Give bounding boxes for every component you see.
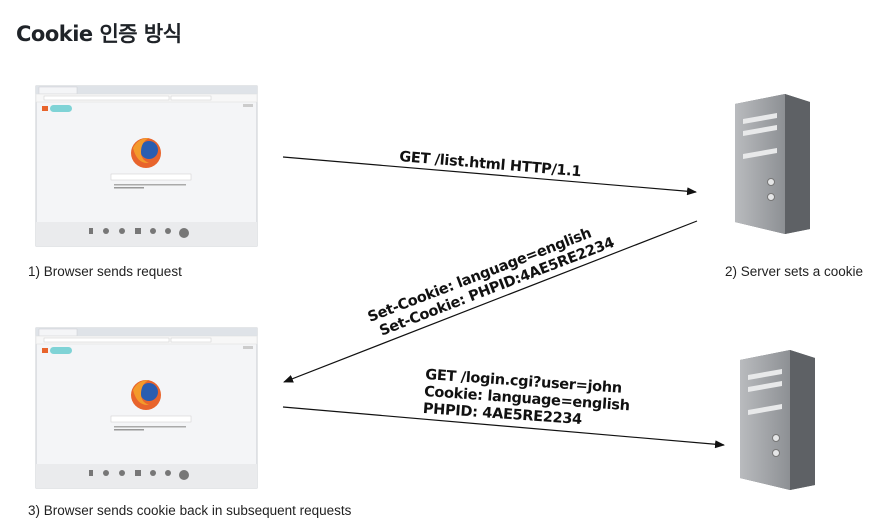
request-arrow-2: [282, 406, 725, 449]
step-1-caption: 1) Browser sends request: [28, 264, 182, 279]
step-2-caption: 2) Server sets a cookie: [725, 264, 863, 279]
request-arrow-1: [282, 156, 697, 196]
server-icon-2: [739, 349, 816, 491]
browser-window-icon-2: [35, 327, 258, 489]
server-icon-1: [734, 93, 811, 235]
request-1-label: GET /list.html HTTP/1.1: [399, 149, 582, 180]
set-cookie-line-2: Set-Cookie: PHPID:4AE5RE2234: [377, 235, 616, 340]
response-arrow: [283, 220, 698, 383]
step-3-caption: 3) Browser sends cookie back in subseque…: [28, 503, 352, 518]
set-cookie-line-1: Set-Cookie: language=english: [366, 225, 594, 325]
page-title: Cookie 인증 방식: [16, 22, 182, 46]
browser-window-icon-1: [35, 85, 258, 247]
